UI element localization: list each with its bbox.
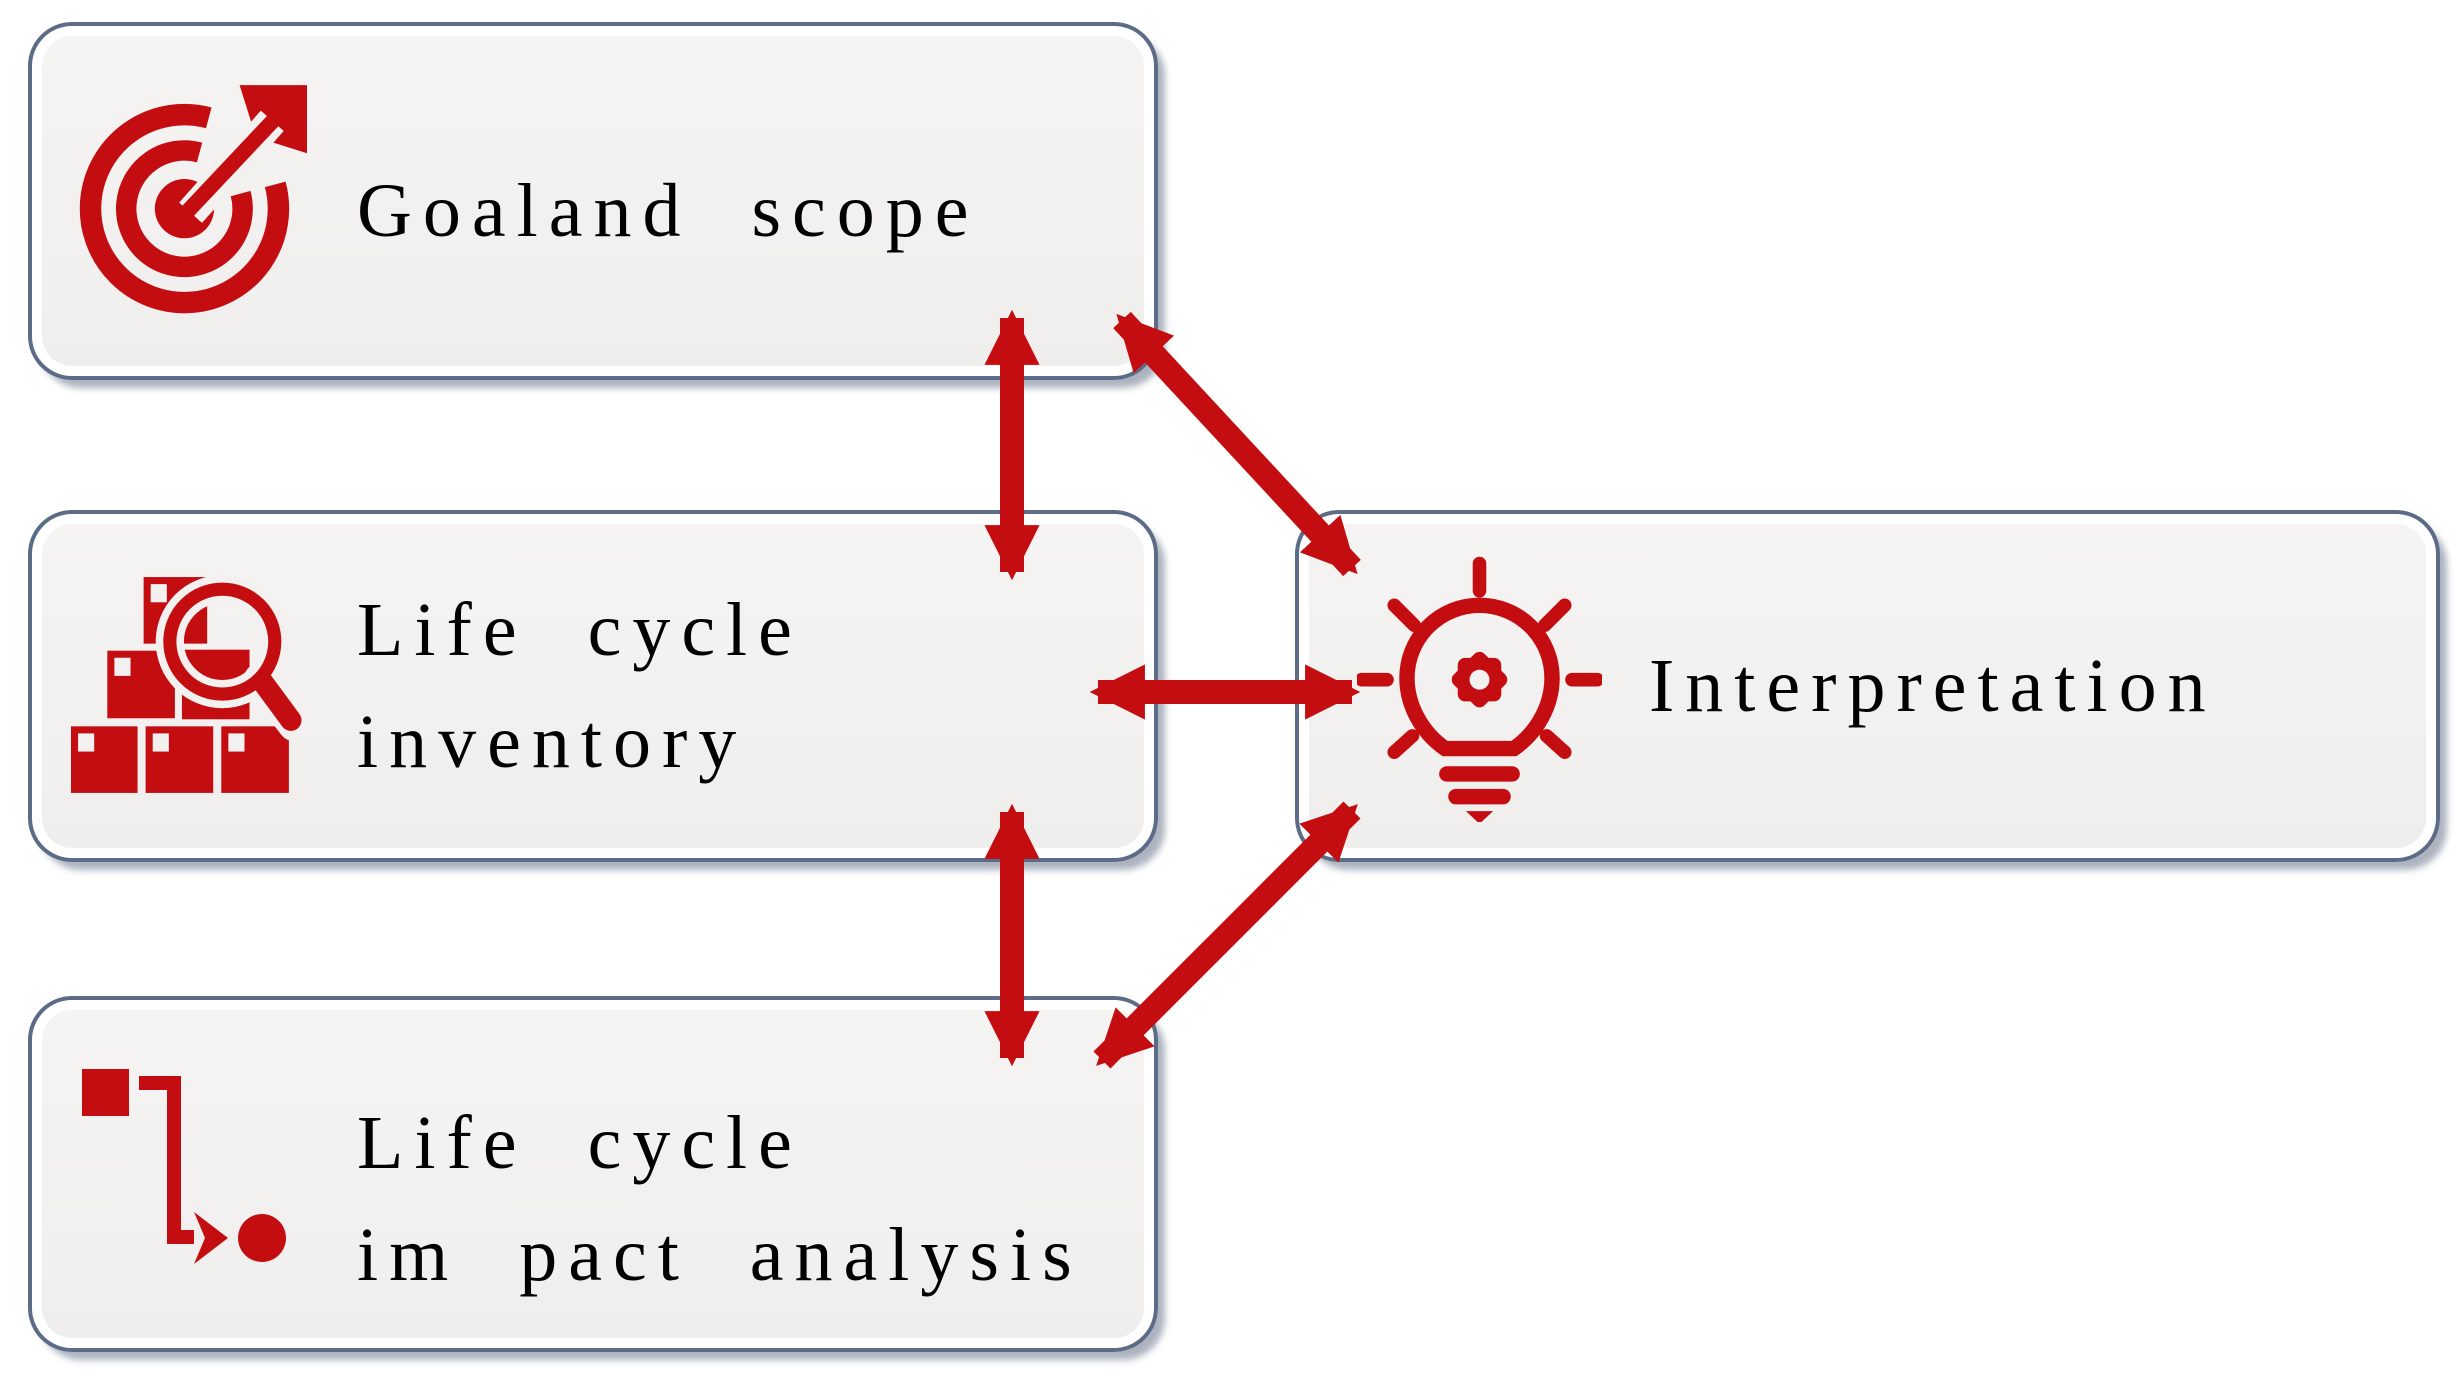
target-icon [62,81,312,321]
box-label-line: Goaland scope [357,169,980,253]
box-goal-and-scope: Goaland scope [28,22,1158,380]
box-label-line: Interpretation [1649,644,2217,728]
box-label-line: inventory [357,700,748,784]
box-life-cycle-impact-analysis: Life cycle im pact analysis [28,996,1158,1352]
box-label-line: Life cycle [357,588,803,672]
lightbulb-gear-icon [1354,550,1604,822]
box-life-cycle-inventory: Life cycle inventory [28,510,1158,862]
box-label-line: im pact analysis [357,1213,1083,1297]
box-label-line: Life cycle [357,1101,803,1185]
flow-step-icon [62,1069,312,1279]
magnifier-boxes-icon [62,575,312,797]
box-interpretation: Interpretation [1295,510,2440,862]
